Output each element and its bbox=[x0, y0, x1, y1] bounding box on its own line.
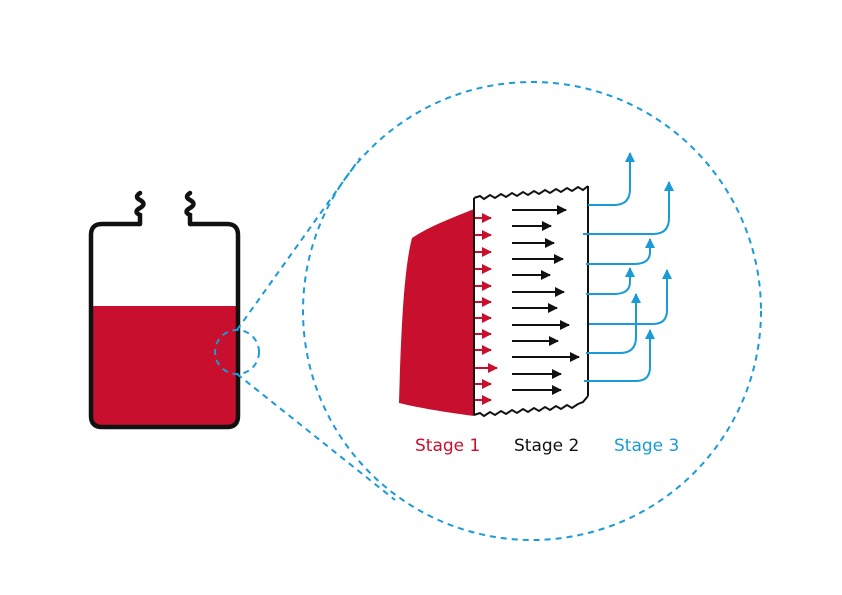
stage1-filter-cake bbox=[399, 209, 474, 416]
stage3-arrow bbox=[586, 267, 635, 295]
stage1-arrows bbox=[474, 213, 498, 405]
zoom-magnified-circle bbox=[302, 81, 762, 541]
stage3-arrow bbox=[584, 329, 655, 382]
stage2-arrows bbox=[512, 205, 580, 395]
stage-3-label: Stage 3 bbox=[614, 436, 680, 456]
container-neck-right bbox=[184, 190, 196, 227]
stage3-arrow bbox=[586, 293, 641, 354]
zoom-line-top bbox=[236, 157, 361, 331]
filter-medium-bottom-edge bbox=[473, 395, 589, 418]
stage-2-label: Stage 2 bbox=[514, 436, 580, 456]
container-outline bbox=[88, 221, 241, 430]
container bbox=[88, 190, 241, 430]
container-neck-left bbox=[134, 190, 146, 227]
container-liquid bbox=[91, 306, 238, 427]
stage3-arrow bbox=[588, 152, 635, 206]
zoom-line-bottom bbox=[236, 373, 396, 501]
zoom-callout bbox=[214, 81, 762, 541]
stage3-arrow bbox=[586, 238, 655, 265]
stage3-arrow bbox=[583, 181, 674, 235]
filter-medium-top-edge bbox=[473, 185, 589, 201]
stage3-arrow bbox=[589, 269, 672, 325]
stage-1-label: Stage 1 bbox=[415, 436, 481, 456]
filter-medium bbox=[473, 185, 589, 418]
stage3-arrows bbox=[583, 152, 674, 382]
